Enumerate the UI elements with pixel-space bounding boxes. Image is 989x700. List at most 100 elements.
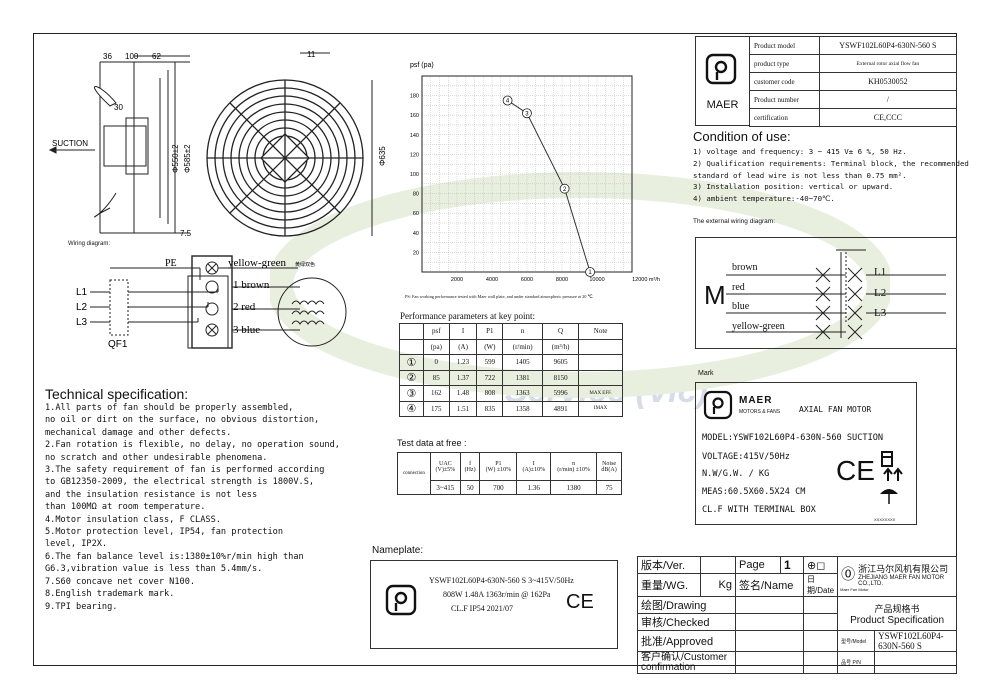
tech-spec-line: 4.Motor insulation class, F CLASS. [45, 514, 221, 525]
performance-cell: 1.48 [448, 385, 478, 402]
wire-note: 黄绿双色 [295, 261, 315, 268]
tb-drawing-label: 绘图/Drawing [637, 596, 736, 614]
x-tick-label: 8000 [556, 277, 568, 283]
nameplate-title: Nameplate: [372, 545, 424, 556]
performance-cell: 1.23 [448, 354, 478, 371]
performance-header-cell: psf [422, 323, 450, 340]
tb-logo-sub: Maer Fan Motor [840, 586, 869, 592]
nameplate-line3: CL.F IP54 2021/07 [451, 604, 514, 613]
tech-spec-list: 1.All parts of fan should be properly as… [45, 402, 340, 613]
mark-model: MODEL:YSWF102L60P4-630N-560 SUCTION [702, 433, 884, 443]
condition-list: 1) voltage and frequency: 3 ~ 415 V± 6 %… [693, 146, 969, 205]
info-value: YSWF102L60P4-630N-560 S [818, 36, 958, 55]
performance-header-cell: I [448, 323, 478, 340]
performance-cell [578, 354, 623, 371]
performance-cell: 1.51 [448, 400, 478, 417]
test-value-uac: 3~415 [429, 480, 461, 495]
tech-spec-line: G6.3,vibration value is less than 5.4mm/… [45, 564, 263, 575]
y-tick-label: 20 [413, 250, 419, 256]
mark-label-box: MAER MOTORS & FANS AXIAL FAN MOTOR MODEL… [695, 382, 917, 525]
test-data-table: connection UAC (V)±5% f (Hz) P1 (W) ±10%… [397, 452, 622, 495]
tb-customer-label: 客户确认/Customer confirmation [637, 651, 736, 674]
performance-cell: 808 [476, 385, 504, 402]
tech-spec-line: level, IP2X. [45, 539, 108, 550]
l1-label: L1 [76, 287, 88, 298]
test-header-noise: Noise dB(A) [596, 452, 622, 481]
mark-logo-icon [703, 390, 733, 420]
test-value-n: 1380 [550, 480, 598, 495]
performance-cell: 9605 [541, 354, 580, 371]
ext-l3: L3 [874, 307, 887, 319]
performance-header-cell: (A) [448, 338, 478, 355]
performance-cell: ② [399, 369, 424, 386]
wire-red: 2 red [233, 301, 256, 313]
dim-62: 62 [152, 52, 161, 61]
connection-label: connection [397, 452, 431, 495]
internal-wiring-diagram: PE L1 L2 L3 QF1 yellow-green 黄绿双色 1 brow… [76, 255, 347, 350]
performance-cell: 175 [422, 400, 450, 417]
performance-cell: 85 [422, 369, 450, 386]
mark-meas: MEAS:60.5X60.5X24 CM [702, 487, 806, 497]
wire-brown: 1 brown [233, 279, 270, 291]
x-tick-label: 4000 [486, 277, 498, 283]
nameplate-box: YSWF102L60P4-630N-560 S 3~415V/50Hz 808W… [370, 560, 618, 649]
performance-cell: 599 [476, 354, 504, 371]
info-label: customer code [749, 72, 820, 91]
tech-spec-line: 5.Motor protection level, IP54, fan prot… [45, 527, 283, 538]
test-data-title: Test data at free : [397, 438, 467, 448]
ext-wire-brown: brown [732, 262, 758, 273]
performance-cell: 722 [476, 369, 504, 386]
test-header-f: f (Hz) [459, 452, 481, 481]
info-label: product type [749, 54, 820, 73]
fan-dimension-drawing: 36 100 62 30 SUCTION 7.5 Φ550±2 Φ585±2 1… [48, 50, 387, 238]
drawing-frame [33, 33, 957, 666]
performance-header-cell: (pa) [422, 338, 450, 355]
pe-label: PE [165, 258, 177, 269]
performance-header-cell: (r/min) [502, 338, 543, 355]
test-header-n: n (r/min) ±10% [550, 452, 598, 481]
test-value-f: 50 [459, 480, 481, 495]
condition-line: 1) voltage and frequency: 3 ~ 415 V± 6 %… [693, 147, 907, 156]
dim-36: 36 [103, 52, 112, 61]
x-tick-label: 12000 m³/h [632, 277, 660, 283]
mark-ce: CE [836, 455, 875, 486]
tb-pn-label: 品号 P/N [837, 651, 876, 674]
nameplate-line2: 808W 1.48A 1363r/min @ 162Pa [443, 590, 551, 599]
performance-cell: 4891 [541, 400, 580, 417]
test-header-i: I (A)±10% [516, 452, 552, 481]
tech-spec-line: 8.English trademark mark. [45, 589, 175, 600]
mark-voltage: VOLTAGE:415V/50Hz [702, 452, 790, 462]
plot-frame [421, 75, 633, 273]
mark-headline: AXIAL FAN MOTOR [799, 405, 872, 414]
wire-yellow-green: yellow-green [228, 257, 287, 269]
performance-cell: ③ [399, 385, 424, 402]
performance-header-cell: P1 [476, 323, 504, 340]
wiring-diagram-label: Wiring diagram: [68, 241, 111, 247]
ext-l2: L2 [874, 287, 887, 299]
condition-line: 3) Installation position: vertical or up… [693, 182, 894, 192]
y-tick-label: 100 [410, 172, 419, 178]
x-tick-label: 6000 [521, 277, 533, 283]
dim-7-5: 7.5 [180, 229, 192, 238]
info-row: Product number/ [749, 90, 958, 109]
condition-title: Condition of use: [693, 129, 791, 144]
dim-phi550: Φ550±2 [171, 144, 180, 173]
info-value: / [818, 90, 958, 109]
tech-spec-line: 1.All parts of fan should be properly as… [45, 403, 294, 413]
tb-company-logo-icon: ⓪ [841, 566, 856, 582]
tech-spec-line: 9.TPI bearing. [45, 601, 118, 612]
performance-header-cell: n [502, 323, 543, 340]
mark-clf: CL.F WITH TERMINAL BOX [702, 505, 816, 515]
ext-wire-blue: blue [732, 301, 750, 312]
performance-cell: IMAX [578, 400, 623, 417]
brand-logo-box: MAER [695, 36, 750, 126]
chart-note: PS: Fan working performance tested with … [405, 294, 594, 299]
tech-spec-line: mechanical damage and other defects. [45, 427, 232, 438]
x-tick-label: 10000 [589, 277, 604, 283]
